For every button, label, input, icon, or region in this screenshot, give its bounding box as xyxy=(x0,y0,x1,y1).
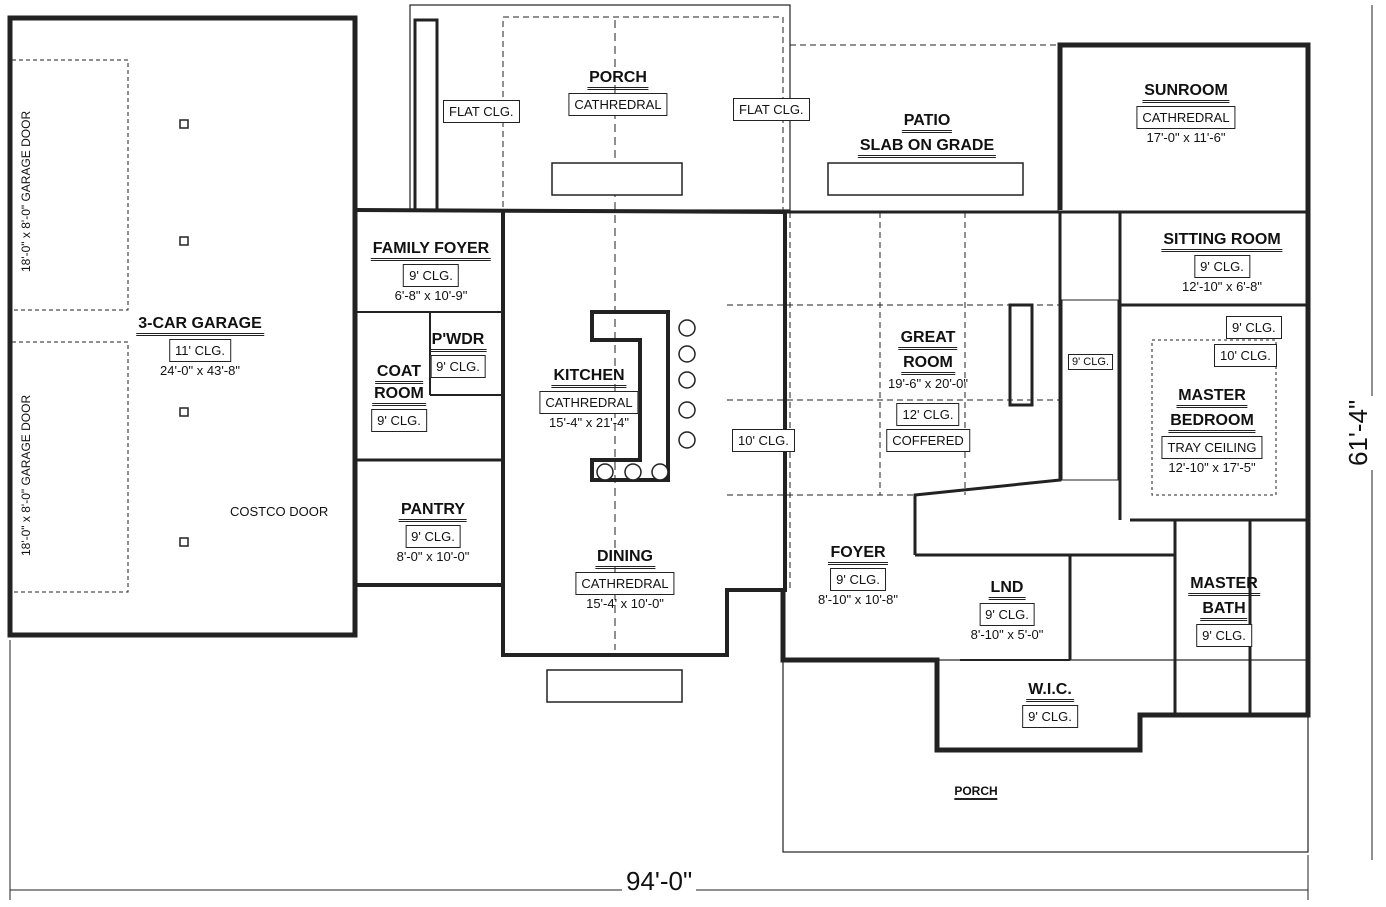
room-foyer: FOYER 9' CLG. 8'-10" x 10'-8" xyxy=(818,544,898,607)
overall-width: 94'-0" xyxy=(622,866,697,897)
room-laundry: LND 9' CLG. 8'-10" x 5'-0" xyxy=(970,579,1044,642)
central-walls xyxy=(354,208,787,657)
costco-door-label: COSTCO DOOR xyxy=(230,504,329,519)
room-sitting-room: SITTING ROOM 9' CLG. 12'-10" x 6'-8" xyxy=(1161,231,1283,294)
room-great-room: GREAT ROOM 19'-6" x 20'-0" 12' CLG. COFF… xyxy=(886,328,970,452)
room-kitchen: KITCHEN CATHREDRAL 15'-4" x 21'-4" xyxy=(539,366,639,430)
flat-ceiling-left: FLAT CLG. xyxy=(443,100,520,123)
room-powder: P'WDR 9' CLG. xyxy=(429,330,487,378)
stair-ceiling: 9' CLG. xyxy=(1068,354,1113,370)
kitchen-island xyxy=(590,310,670,482)
master-nine-ceiling: 9' CLG. xyxy=(1226,316,1282,339)
room-patio: PATIO SLAB ON GRADE xyxy=(857,111,997,158)
room-sunroom: SUNROOM CATHREDRAL 17'-0" x 11'-6" xyxy=(1136,81,1236,145)
great-room-walls xyxy=(780,210,1062,555)
master-ten-ceiling: 10' CLG. xyxy=(1214,344,1277,367)
room-porch-bottom: PORCH xyxy=(954,784,998,800)
room-pantry: PANTRY 9' CLG. 8'-0" x 10'-0" xyxy=(396,501,470,564)
garage-door-2 xyxy=(11,341,129,593)
flat-ceiling-right: FLAT CLG. xyxy=(733,98,810,121)
garage-door-label-2: 18'-0" x 8'-0" GARAGE DOOR xyxy=(19,394,33,556)
garage-door-1 xyxy=(11,59,129,311)
room-dining: DINING CATHREDRAL 15'-4' x 10'-0" xyxy=(575,547,675,611)
room-coat-room: COAT ROOM 9' CLG. xyxy=(371,362,427,432)
room-garage: 3-CAR GARAGE 11' CLG. 24'-0" x 43'-8" xyxy=(136,315,264,378)
room-wic: W.I.C. 9' CLG. xyxy=(1022,680,1078,728)
room-porch-top: PORCH CATHREDRAL xyxy=(568,68,668,116)
garage-walls xyxy=(7,15,358,638)
garage-door-label-1: 18'-0" x 8'-0" GARAGE DOOR xyxy=(19,110,33,272)
stairs xyxy=(1061,299,1119,481)
porch-bottom-outline xyxy=(782,659,1309,853)
room-family-foyer: FAMILY FOYER 9' CLG. 6'-8" x 10'-9" xyxy=(370,240,492,303)
room-master-bath: MASTER BATH 9' CLG. xyxy=(1188,574,1260,647)
ten-ceiling: 10' CLG. xyxy=(732,429,795,452)
overall-depth: 61'-4" xyxy=(1343,395,1374,470)
room-master-bedroom: MASTER BEDROOM TRAY CEILING 12'-10" x 17… xyxy=(1161,386,1263,475)
